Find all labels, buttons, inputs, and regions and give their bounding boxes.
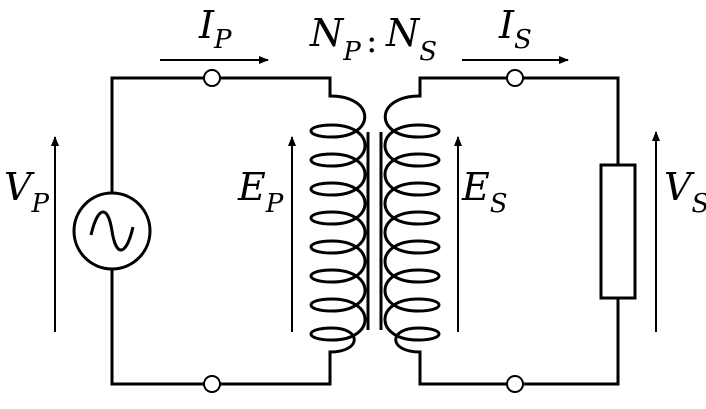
primary-wire-bottom — [110, 350, 332, 386]
terminal-icon — [203, 69, 221, 87]
label-primary-emf: EP — [237, 165, 284, 219]
ac-voltage-source-icon — [72, 191, 152, 271]
secondary-wire-top — [418, 76, 620, 167]
terminal-icon — [506, 69, 524, 87]
terminal-icon — [203, 375, 221, 393]
label-secondary-voltage: VS — [664, 165, 706, 219]
secondary-coil-icon — [383, 94, 441, 354]
label-secondary-emf: ES — [461, 165, 508, 219]
secondary-circuit — [418, 76, 637, 386]
resistor-icon — [599, 163, 637, 300]
primary-coil-icon — [309, 94, 367, 354]
label-turns-ratio-separator: : — [366, 21, 377, 61]
label-secondary-current: IS — [498, 3, 532, 55]
secondary-wire-bottom — [418, 296, 620, 386]
label-primary-current: IP — [198, 3, 232, 55]
primary-wire-top — [110, 76, 332, 98]
label-secondary-turns: NS — [385, 11, 437, 67]
label-primary-turns: NP — [309, 11, 361, 67]
label-primary-voltage: VP — [4, 165, 49, 219]
primary-circuit — [72, 76, 332, 386]
transformer-core — [366, 132, 383, 330]
terminal-icon — [506, 375, 524, 393]
